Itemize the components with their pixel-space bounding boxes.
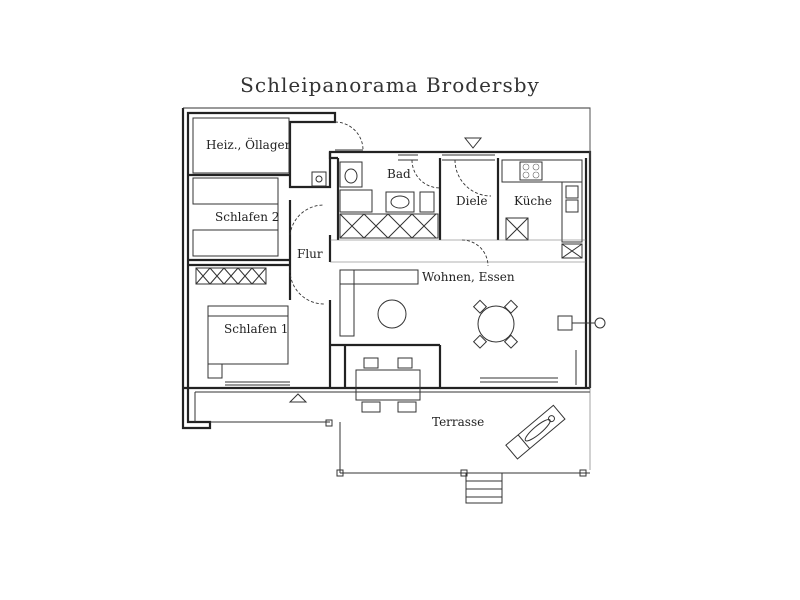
- label-schlafen1: Schlafen 1: [224, 322, 288, 336]
- kitchen: [501, 159, 583, 259]
- entrance-hall: [442, 137, 500, 267]
- plan-title: Schleipanorama Brodersby: [240, 73, 540, 97]
- terrace: [194, 357, 590, 504]
- label-bad: Bad: [387, 167, 411, 181]
- outer-walls: [181, 107, 592, 470]
- living-dining: [330, 239, 606, 388]
- heating-room: [192, 117, 364, 187]
- label-terrasse: Terrasse: [432, 415, 484, 429]
- label-heiz: Heiz., Öllager: [206, 136, 291, 152]
- label-diele: Diele: [456, 194, 488, 208]
- bedroom-1: [188, 263, 290, 386]
- label-flur: Flur: [297, 247, 323, 261]
- bathroom: [336, 154, 442, 240]
- label-schlafen2: Schlafen 2: [215, 210, 279, 224]
- label-wohnen: Wohnen, Essen: [422, 270, 515, 284]
- label-kueche: Küche: [514, 194, 552, 208]
- bedroom-2: [188, 173, 325, 262]
